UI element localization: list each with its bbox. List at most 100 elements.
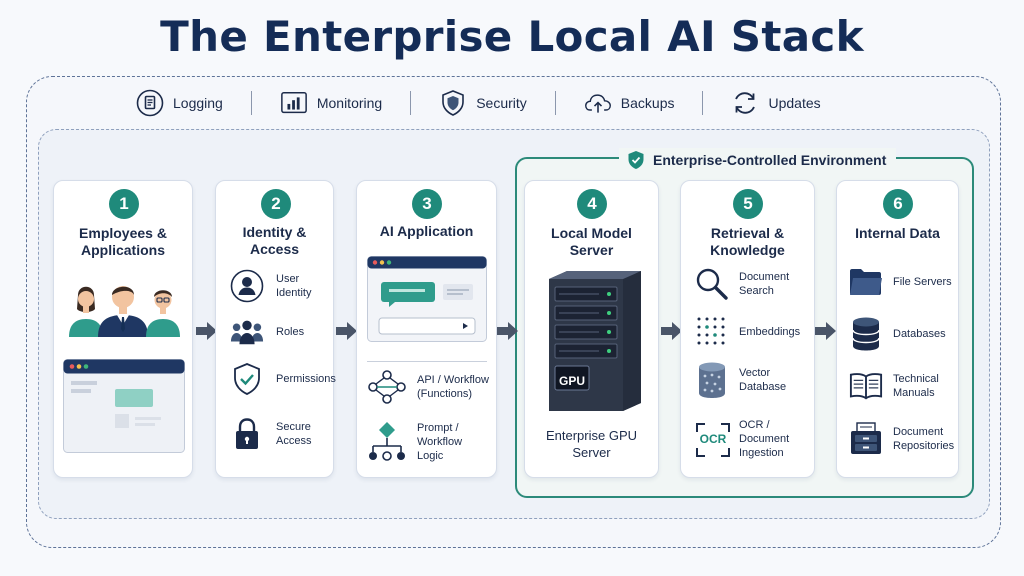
- flow-arrow: [497, 322, 518, 340]
- list-item-label: File Servers: [893, 276, 952, 288]
- label-line: Document: [893, 426, 944, 438]
- lock-icon: [230, 417, 264, 451]
- page-title: The Enterprise Local AI Stack: [160, 12, 864, 61]
- label-line: Technical: [893, 373, 939, 385]
- step-number: 3: [412, 189, 442, 219]
- card-title: AI Application: [379, 223, 474, 239]
- label-line: Identity: [276, 287, 312, 299]
- card-local-model-server: 4 Local Model Server GPU Enterprise GPU …: [524, 180, 659, 478]
- step-number: 5: [733, 189, 763, 219]
- bar-chart-icon: [280, 89, 308, 117]
- refresh-icon: [731, 89, 759, 117]
- app-window-illustration: [63, 359, 185, 453]
- card-title: Retrieval & Knowledge: [681, 225, 814, 259]
- list-item-label: Databases: [893, 328, 946, 340]
- label-line: OCR / Document: [739, 419, 790, 445]
- divider: [250, 91, 252, 115]
- step-number: 2: [261, 189, 291, 219]
- list-item: Databases: [849, 317, 946, 351]
- card-title-line: Access: [249, 241, 300, 257]
- card-employees-applications: 1 Employees & Applications: [53, 180, 193, 478]
- flowchart-icon: [367, 422, 407, 462]
- ops-security: Security: [421, 89, 545, 117]
- card-internal-data: 6 Internal Data File Servers Databases T…: [836, 180, 959, 478]
- flow-arrow: [661, 322, 682, 340]
- ops-backups: Backups: [566, 89, 693, 117]
- environment-label: Enterprise-Controlled Environment: [619, 148, 897, 172]
- divider: [702, 91, 704, 115]
- step-number: 6: [883, 189, 913, 219]
- flow-arrow: [815, 322, 836, 340]
- card-title-line: Employees &: [79, 225, 167, 241]
- divider: [367, 361, 487, 362]
- list-item: File Servers: [849, 265, 952, 299]
- shield-check-icon: [230, 362, 264, 396]
- environment-label-text: Enterprise-Controlled Environment: [653, 152, 887, 168]
- card-title-line: Identity &: [242, 224, 307, 240]
- list-item: API / Workflow(Functions): [367, 370, 489, 404]
- user-icon: [230, 269, 264, 303]
- shield-check-icon: [628, 151, 644, 169]
- label-line: Database: [739, 381, 787, 393]
- gpu-label: GPU: [558, 374, 585, 388]
- people-illustration: [69, 286, 180, 337]
- label-line: Document: [739, 271, 790, 283]
- list-item-label: Roles: [276, 326, 305, 338]
- caption-line: Enterprise GPU: [545, 428, 638, 443]
- folder-icon: [849, 265, 883, 299]
- label-line: Manuals: [893, 387, 935, 399]
- card-title-line: Local Model: [551, 225, 632, 241]
- flow-arrow: [196, 322, 217, 340]
- chat-window-illustration: [367, 256, 487, 342]
- label-line: Search: [739, 285, 774, 297]
- card-title: Identity & Access: [216, 224, 333, 258]
- cloud-upload-icon: [584, 89, 612, 117]
- label-line: (Functions): [417, 388, 473, 400]
- list-item: Embeddings: [695, 315, 800, 349]
- card-title-line: Server: [569, 242, 614, 258]
- group-icon: [230, 315, 264, 349]
- file-cabinet-icon: [849, 422, 883, 456]
- workflow-icon: [367, 370, 407, 404]
- dot-grid-icon: [695, 315, 729, 349]
- ops-monitoring: Monitoring: [262, 89, 400, 117]
- ops-label: Logging: [173, 95, 223, 111]
- label-line: User: [276, 273, 300, 285]
- server-slots: [554, 286, 618, 359]
- card-title: Internal Data: [855, 225, 940, 241]
- card-ai-application: 3 AI Application API / Workflow(Function…: [356, 180, 497, 478]
- step-number: 1: [109, 189, 139, 219]
- server-rack-icon: [549, 271, 641, 411]
- ocr-badge: OCR: [699, 432, 727, 446]
- list-item-label: API / Workflow(Functions): [417, 373, 489, 401]
- step-number: 4: [577, 189, 607, 219]
- ops-label: Monitoring: [316, 95, 383, 111]
- card-title-line: Retrieval &: [710, 225, 785, 241]
- divider: [410, 91, 412, 115]
- list-item: Roles: [230, 315, 304, 349]
- card-title: Employees & Applications: [54, 225, 192, 259]
- ops-updates: Updates: [713, 89, 838, 117]
- caption-line: Server: [572, 445, 611, 460]
- label-line: Ingestion: [739, 447, 784, 459]
- flow-arrow: [336, 322, 357, 340]
- ocr-icon: OCR: [695, 422, 731, 457]
- card-title-line: Knowledge: [710, 242, 785, 258]
